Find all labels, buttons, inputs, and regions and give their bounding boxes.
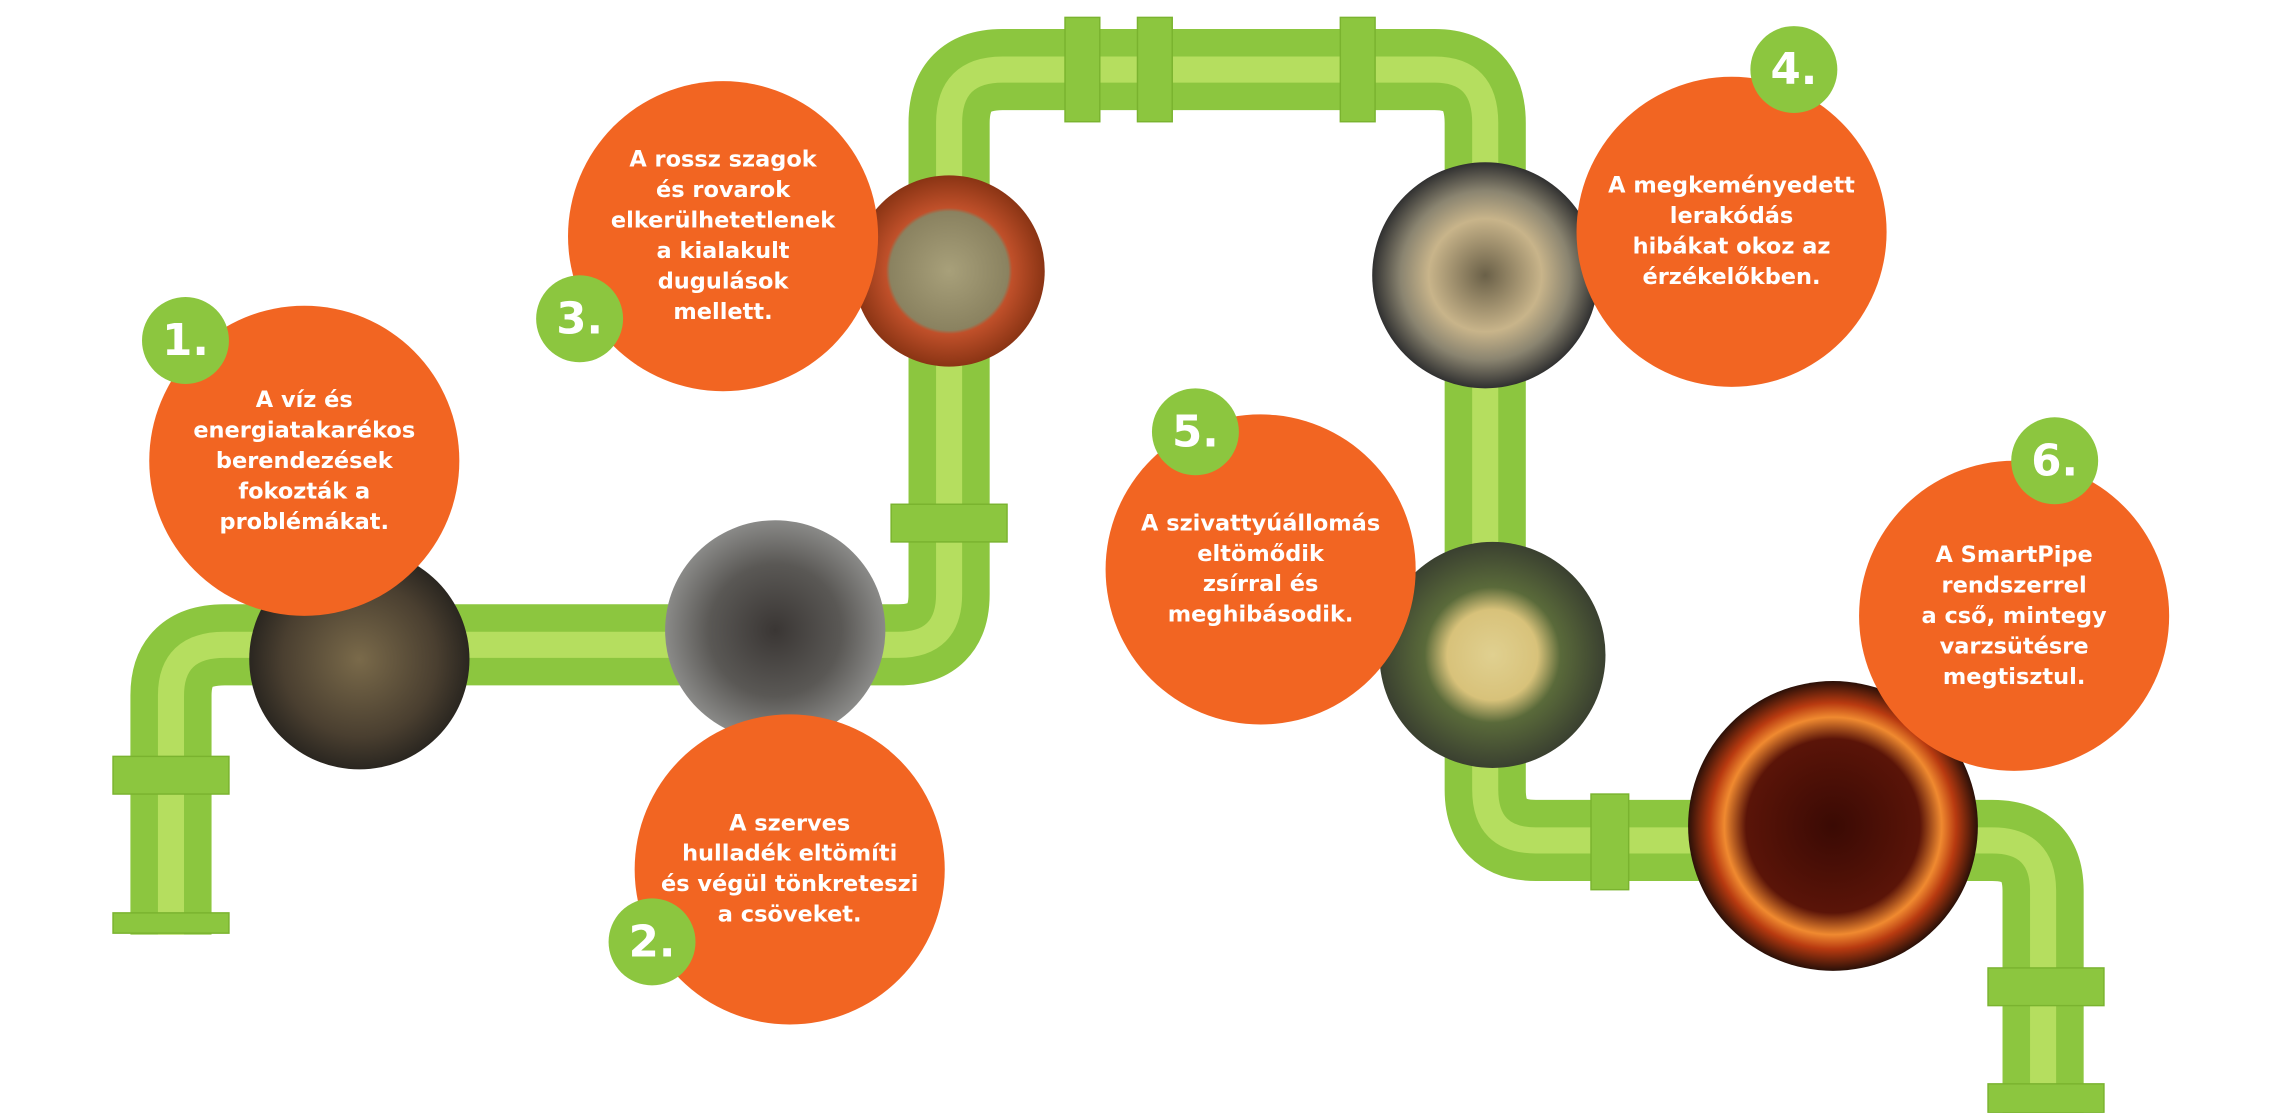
step-4-badge: 4. [1750,26,1838,114]
step-4-bubble: A megkeményedett lerakódás hibákat okoz … [1576,76,1887,387]
pipe-flanges [112,16,2105,1113]
photo-clogged-pipe-3 [853,175,1045,367]
step-2-badge: 2. [608,898,696,986]
step-3-badge: 3. [536,275,624,363]
step-6-badge: 6. [2011,417,2099,505]
step-2-bubble: A szerves hulladék eltömíti és végül tön… [634,714,945,1025]
photo-clean-pipe-6 [1688,681,1978,971]
step-3-bubble: A rossz szagok és rovarok elkerülhetetle… [568,81,879,392]
step-5-bubble: A szivattyúállomás eltömődik zsírral és … [1105,414,1416,725]
photo-clogged-pipe-4 [1372,162,1599,389]
step-5-badge: 5. [1151,388,1239,476]
photo-clogged-pipe-5 [1379,541,1606,768]
step-1-badge: 1. [142,297,229,384]
step-6-bubble: A SmartPipe rendszerrel a cső, mintegy v… [1859,460,2170,771]
photo-clogged-pipe-2 [665,520,886,741]
